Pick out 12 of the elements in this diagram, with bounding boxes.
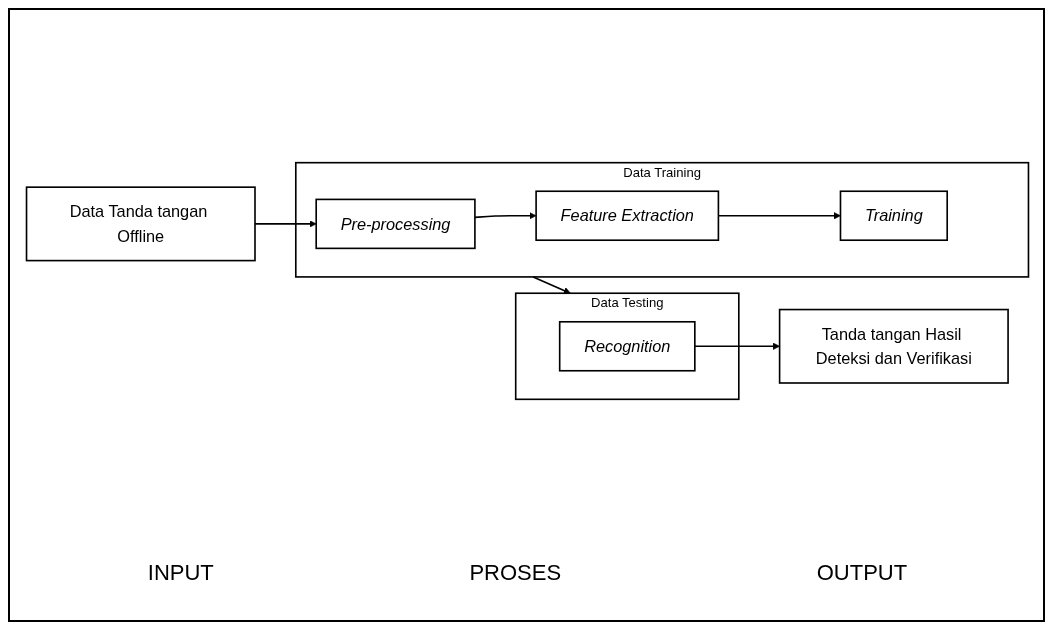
node-box: Training (839, 190, 948, 241)
node-box: Data Tanda tangan Offline (25, 186, 256, 262)
arrow (694, 342, 780, 350)
section-label: INPUT (147, 560, 214, 586)
node-box: Recognition (558, 321, 696, 372)
node-box: Tanda tangan Hasil Deteksi dan Verifikasi (778, 308, 1009, 384)
section-label: PROSES (469, 560, 562, 586)
arrow (474, 212, 537, 220)
arrow (532, 276, 571, 294)
node-box: Pre-processing (315, 198, 476, 250)
node-box: Feature Extraction (535, 190, 720, 241)
section-label: OUTPUT (816, 560, 908, 586)
